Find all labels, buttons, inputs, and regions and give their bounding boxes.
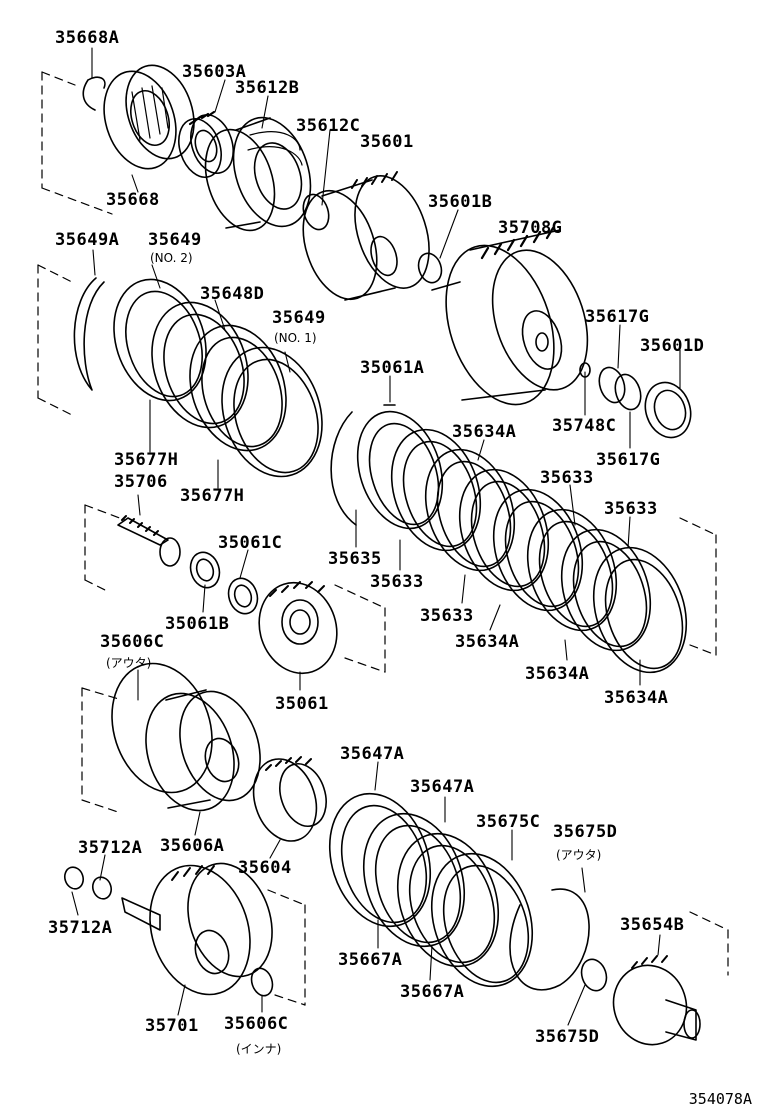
seal-35606C-inner [250, 967, 274, 997]
label-35708G: 35708G [498, 218, 563, 238]
seal-35606C-outer [111, 662, 213, 794]
label-35649-no1: 35649 [272, 308, 326, 328]
hub-35654B [612, 955, 701, 1046]
label-35654B: 35654B [620, 915, 685, 935]
piston-35606A [145, 689, 261, 812]
label-35675D-top: 35675D [553, 822, 618, 842]
label-35647A-1: 35647A [340, 744, 405, 764]
label-35648D: 35648D [200, 284, 265, 304]
snap-ring-35668A [82, 76, 106, 111]
label-35634A-b: 35634A [455, 632, 520, 652]
label-35061C: 35061C [218, 533, 283, 553]
label-35633-a: 35633 [540, 468, 594, 488]
dashed-outline-upper-left [41, 71, 113, 215]
washers-35061 [189, 551, 259, 615]
label-35634A-top: 35634A [452, 422, 517, 442]
label-35634A-d: 35634A [604, 688, 669, 708]
label-35675C: 35675C [476, 812, 541, 832]
drum-35708G [431, 226, 589, 406]
label-35701: 35701 [145, 1016, 199, 1036]
label-35633-d: 35633 [420, 606, 474, 626]
dashed-outline-ring-group [37, 264, 73, 416]
dashed-outline-clutch-pack [679, 517, 717, 656]
washer-35601D [644, 381, 692, 439]
seal-ring-35612C [302, 193, 330, 231]
label-35601D: 35601D [640, 336, 705, 356]
label-35668A: 35668A [55, 28, 120, 48]
snap-rings-35635 [330, 404, 396, 526]
label-35634A-c: 35634A [525, 664, 590, 684]
snap-rings-35675D [509, 888, 608, 992]
drum-35701 [121, 862, 273, 996]
label-35647A-2: 35647A [410, 777, 475, 797]
label-35635: 35635 [328, 549, 382, 569]
washers-35712A [63, 866, 113, 900]
note-outer-top: (アウタ) [106, 656, 152, 670]
dashed-outline-lower [267, 889, 729, 1006]
note-inner: (インナ) [236, 1042, 282, 1056]
part-35668 [103, 64, 195, 170]
label-35603A: 35603A [182, 62, 247, 82]
label-35061B: 35061B [165, 614, 230, 634]
label-35649-no2: 35649 [148, 230, 202, 250]
snap-ring-35649A [73, 277, 105, 391]
label-35649A: 35649A [55, 230, 120, 250]
label-35061A: 35061A [360, 358, 425, 378]
ring-35748C [579, 362, 591, 378]
label-35601: 35601 [360, 132, 414, 152]
label-35601B: 35601B [428, 192, 493, 212]
note-outer-right: (アウタ) [556, 848, 602, 862]
shaft-35706 [117, 515, 181, 567]
label-35604: 35604 [238, 858, 292, 878]
rings-35617G [598, 366, 642, 411]
label-35706: 35706 [114, 472, 168, 492]
label-35667A-2: 35667A [400, 982, 465, 1002]
bearing-35603A [178, 110, 234, 178]
dashed-outline-lower-left [81, 687, 123, 813]
label-35617G-bottom: 35617G [596, 450, 661, 470]
label-35606C-top: 35606C [100, 632, 165, 652]
label-35677H-2: 35677H [180, 486, 245, 506]
label-35667A-1: 35667A [338, 950, 403, 970]
label-35061: 35061 [275, 694, 329, 714]
plates-lower [328, 792, 534, 988]
leader-lines [71, 47, 681, 1026]
drum-35612B [204, 116, 312, 232]
label-35712A-top: 35712A [78, 838, 143, 858]
label-35712A-left: 35712A [48, 918, 113, 938]
label-35612C: 35612C [296, 116, 361, 136]
label-35633-b: 35633 [604, 499, 658, 519]
note-no2: (NO. 2) [150, 251, 193, 265]
label-35675D-bottom: 35675D [535, 1027, 600, 1047]
label-35606C-bottom: 35606C [224, 1014, 289, 1034]
label-35633-c: 35633 [370, 572, 424, 592]
plates-upper [113, 278, 323, 478]
label-35617G-top: 35617G [585, 307, 650, 327]
label-35612B: 35612B [235, 78, 300, 98]
dashed-outline-shaft-group [84, 504, 386, 673]
label-35668: 35668 [106, 190, 160, 210]
gear-35604 [252, 756, 327, 842]
clutch-pack [356, 410, 688, 674]
diagram-reference-number: 354078A [688, 1090, 752, 1108]
label-35606A: 35606A [160, 836, 225, 856]
o-ring-35601B [417, 252, 443, 284]
carrier-35061 [258, 581, 338, 675]
drum-35601 [302, 171, 430, 301]
note-no1: (NO. 1) [274, 331, 317, 345]
label-35748C: 35748C [552, 416, 617, 436]
label-35677H-1: 35677H [114, 450, 179, 470]
